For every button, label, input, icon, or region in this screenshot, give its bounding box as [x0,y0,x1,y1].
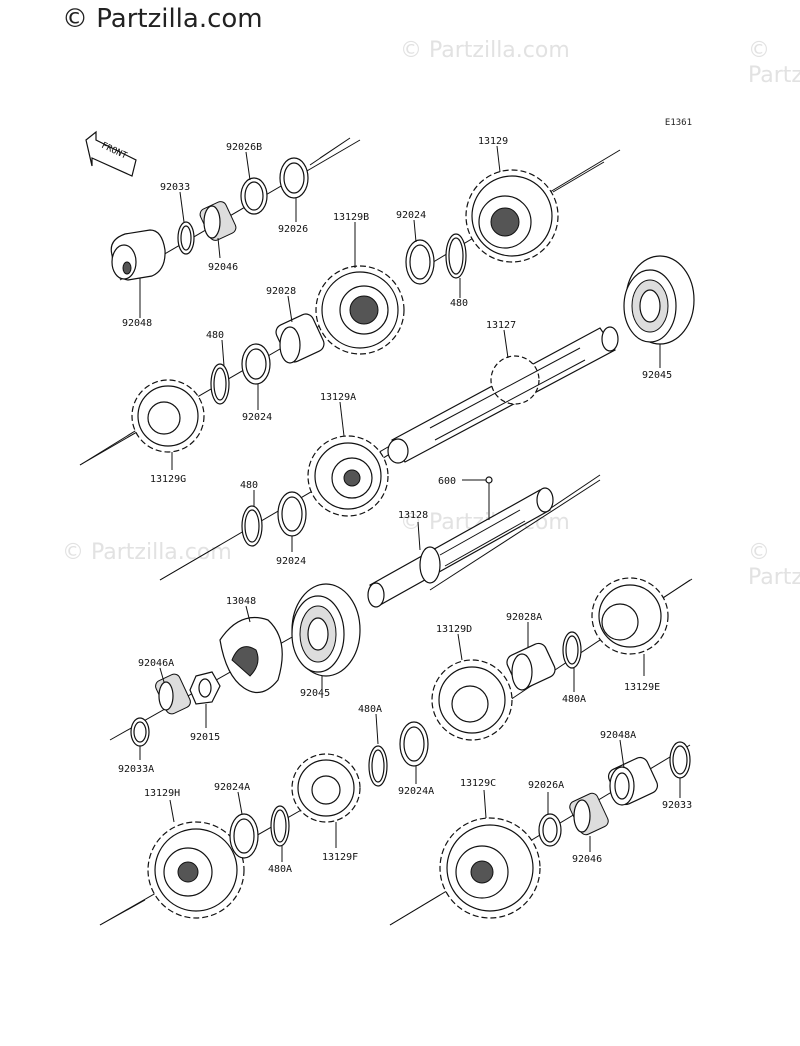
gear-13129H[interactable] [147,821,245,919]
part-92033A-snap-ring[interactable] [130,717,150,747]
shaft-13128[interactable] [367,487,554,608]
part-92028-bushing[interactable] [273,311,326,364]
label-600: 600 [438,476,456,487]
part-92046-needle-bearing[interactable] [198,200,238,243]
label-92024: 92024 [276,556,306,567]
label-92026: 92026 [278,224,308,235]
part-480-circlip-left[interactable] [210,363,230,405]
front-arrow-icon: FRONT [85,130,137,177]
label-480: 480 [240,480,258,491]
part-92015-nut[interactable] [189,671,221,705]
label-92033A: 92033A [118,764,154,775]
label-13048: 13048 [226,596,256,607]
partzilla-watermark: © Partzilla.com [62,4,263,34]
partzilla-watermark-faint: © Partzilla.com [400,38,570,63]
gear-13129F[interactable] [291,753,361,823]
part-92045-ball-bearing-top[interactable] [623,255,695,345]
label-13129E: 13129E [624,682,660,693]
part-92048A-collar[interactable] [606,755,660,807]
label-92026A: 92026A [528,780,564,791]
label-92046A: 92046A [138,658,174,669]
label-92048: 92048 [122,318,152,329]
label-92048A: 92048A [600,730,636,741]
partzilla-watermark-faint: © Partzilla.com [748,38,800,88]
diagram-code: E1361 [664,118,692,128]
part-92046A-needle-bearing[interactable] [154,672,193,716]
label-13129: 13129 [478,136,508,147]
label-480: 480 [206,330,224,341]
label-92046: 92046 [208,262,238,273]
label-92024: 92024 [396,210,426,221]
part-92026B-washer[interactable] [240,177,268,215]
part-92024A-washer-mid[interactable] [399,721,429,767]
part-480-circlip-mid[interactable] [241,505,263,547]
label-92028: 92028 [266,286,296,297]
gear-13129D[interactable] [431,659,513,741]
part-92026A-washer[interactable] [538,813,562,847]
label-92033: 92033 [662,800,692,811]
part-92048[interactable] [110,229,166,281]
leader-600 [462,476,493,520]
part-92026-washer[interactable] [279,157,309,199]
label-13129C: 13129C [460,778,496,789]
partzilla-watermark-faint: © Partzilla.com [62,540,232,565]
label-92045: 92045 [642,370,672,381]
gear-13129C[interactable] [439,817,541,919]
gear-13129A[interactable] [307,435,389,517]
label-92028A: 92028A [506,612,542,623]
part-92045-ball-bearing-lower[interactable] [291,583,361,677]
label-13129F: 13129F [322,852,358,863]
part-92033-snap-ring[interactable] [177,221,195,255]
part-480-circlip-top[interactable] [445,233,467,279]
label-13129H: 13129H [144,788,180,799]
label-92024A: 92024A [214,782,250,793]
label-13129D: 13129D [436,624,472,635]
label-480A: 480A [268,864,292,875]
gear-13129B[interactable] [315,265,405,355]
part-480A-circlip-right[interactable] [562,631,582,669]
part-92033-snap-ring-bottom[interactable] [669,741,691,779]
partzilla-watermark-faint: © Partzilla.com [748,540,800,590]
label-92015: 92015 [190,732,220,743]
label-13129G: 13129G [150,474,186,485]
part-92024A-washer-bottom[interactable] [229,813,259,859]
leader-lines [139,145,681,862]
label-13129A: 13129A [320,392,356,403]
part-92028A-bushing[interactable] [504,641,557,691]
part-92024-washer-left[interactable] [241,343,271,385]
label-92024A: 92024A [398,786,434,797]
label-92024: 92024 [242,412,272,423]
shaft-13127[interactable] [387,326,619,464]
part-480A-circlip-bottom[interactable] [270,805,290,847]
part-13048-hub[interactable] [219,616,283,694]
label-480A: 480A [562,694,586,705]
gear-13129[interactable] [465,169,559,263]
label-92045: 92045 [300,688,330,699]
label-13129B: 13129B [333,212,369,223]
part-labels: 92026B 92033 92046 92026 92048 13129B 92… [118,136,692,875]
label-92046: 92046 [572,854,602,865]
label-13128: 13128 [398,510,428,521]
gear-13129E[interactable] [591,577,669,655]
label-13127: 13127 [486,320,516,331]
label-480: 480 [450,298,468,309]
label-480A: 480A [358,704,382,715]
part-92024-washer-top[interactable] [405,239,435,285]
part-480A-circlip-mid[interactable] [368,745,388,787]
gear-13129G[interactable] [131,379,205,453]
part-92046-needle-bearing-bottom[interactable] [568,791,610,836]
label-92026B: 92026B [226,142,262,153]
part-92024-washer-mid[interactable] [277,491,307,537]
label-92033: 92033 [160,182,190,193]
